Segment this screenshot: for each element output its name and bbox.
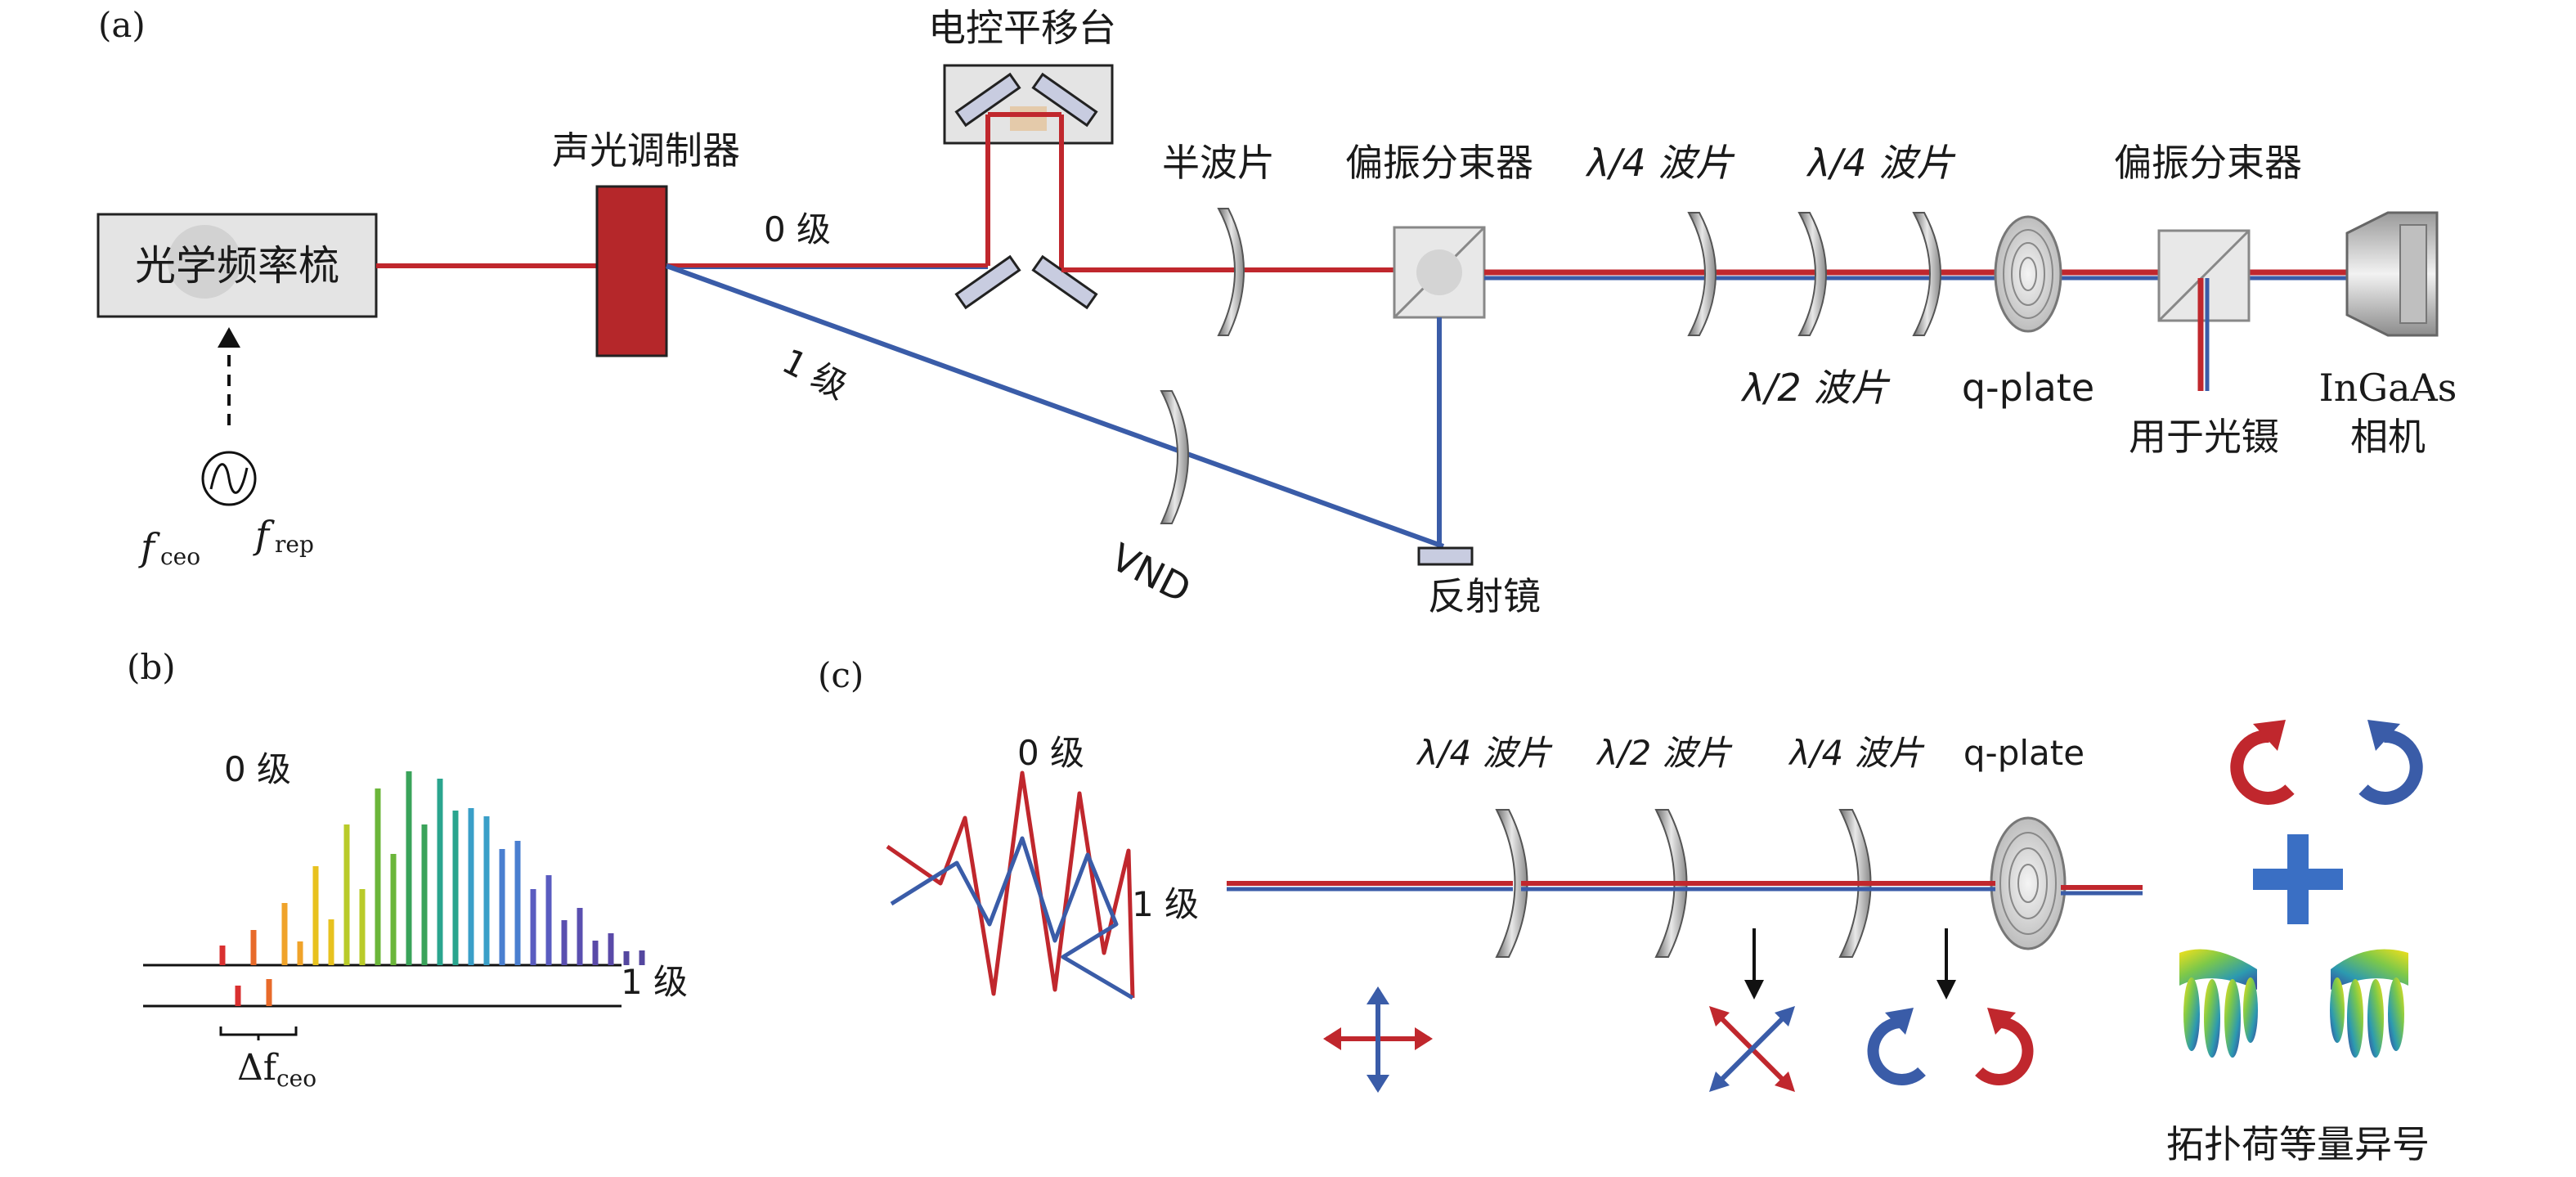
half-wave-plate xyxy=(1217,208,1245,336)
delta-bracket xyxy=(219,1027,298,1040)
sine-wave-icon xyxy=(209,463,249,494)
qwp1-label: λ/4 波片 xyxy=(1585,141,1736,185)
return-mirror xyxy=(1417,546,1474,566)
pbs2-label: 偏振分束器 xyxy=(2114,141,2302,185)
c-qwp2-plate xyxy=(1838,809,1872,958)
mirror-left-bottom xyxy=(954,254,1021,310)
q-plate-disc xyxy=(1994,215,2062,333)
comb-spectrum-lines xyxy=(219,771,645,1006)
c-qwp1-label: λ/4 波片 xyxy=(1416,733,1553,773)
pbs1-shade xyxy=(1416,249,1462,295)
delta-subscript: ceo xyxy=(276,1065,316,1092)
spectrum-order1-label: 1 级 xyxy=(621,962,688,1002)
qwp2-plate xyxy=(1912,212,1941,336)
c-hwp-label: λ/2 波片 xyxy=(1595,733,1733,773)
stage-label: 电控平移台 xyxy=(928,6,1116,50)
panel-a-label: (a) xyxy=(98,5,146,45)
fceo-symbol: f xyxy=(138,525,160,569)
frep-symbol: f xyxy=(253,513,275,557)
qplate-label: q-plate xyxy=(1962,366,2094,410)
rf-arrow-icon xyxy=(218,327,240,348)
mirror-label: 反射镜 xyxy=(1428,574,1541,618)
camera-label-2: 相机 xyxy=(2350,415,2426,459)
vnd-filter xyxy=(1160,390,1189,524)
pbs2-diagonal xyxy=(2157,229,2251,322)
c-qwp2-label: λ/4 波片 xyxy=(1788,733,1925,773)
order1-beam xyxy=(665,263,1445,549)
camera-label-1: InGaAs xyxy=(2319,366,2457,410)
mirror-right-bottom xyxy=(1031,254,1098,310)
comb-label: 光学频率梳 xyxy=(135,242,339,290)
delta-symbol: Δf xyxy=(237,1047,279,1089)
plus-icon xyxy=(2253,834,2343,924)
pulse-order1-label: 1 级 xyxy=(1132,884,1199,924)
panel-c-label: (c) xyxy=(818,655,864,695)
topological-beam-icon-right xyxy=(2330,949,2408,1058)
topological-beam-icon-left xyxy=(2179,949,2258,1058)
qwp1-plate xyxy=(1687,212,1717,336)
hwp2-label: λ/2 波片 xyxy=(1740,366,1892,410)
pulse-order0-label: 0 级 xyxy=(1017,733,1084,773)
vnd-label: VND xyxy=(1104,535,1198,612)
hwp-label: 半波片 xyxy=(1162,141,1275,185)
diagonal-polarization-icon xyxy=(1709,1006,1795,1092)
qwp2-label: λ/4 波片 xyxy=(1806,141,1957,185)
spectrum-order0-label: 0 级 xyxy=(224,749,291,789)
circular-polarization-pair-icon xyxy=(1867,1008,2034,1085)
pbs1-label: 偏振分束器 xyxy=(1345,141,1533,185)
stage-mirror-right xyxy=(1031,72,1098,128)
aom-label: 声光调制器 xyxy=(552,128,740,173)
order0-label: 0 级 xyxy=(764,209,831,249)
topo-label: 拓扑荷等量异号 xyxy=(2166,1122,2430,1166)
aom-block xyxy=(595,185,668,357)
stage-highlight xyxy=(1010,106,1047,131)
c-qplate-label: q-plate xyxy=(1963,733,2085,773)
linear-polarization-cross-icon xyxy=(1323,986,1433,1093)
c-q-plate-disc xyxy=(1990,816,2067,950)
order1-label: 1 级 xyxy=(776,341,854,407)
ingaas-camera-icon xyxy=(2345,211,2439,337)
panel-b-label: (b) xyxy=(127,647,176,687)
c-qwp1-plate xyxy=(1495,809,1528,958)
output-circular-icons xyxy=(2230,720,2423,805)
comb-highlight-icon xyxy=(168,225,241,299)
c-hwp-plate xyxy=(1654,809,1688,958)
fceo-subscript: ceo xyxy=(160,543,200,570)
tweezer-label: 用于光镊 xyxy=(2129,415,2279,459)
pulse-pair-illustration xyxy=(886,770,1135,1000)
stage-mirror-left xyxy=(954,72,1021,128)
frep-subscript: rep xyxy=(275,531,314,558)
hwp2-plate xyxy=(1797,212,1827,336)
